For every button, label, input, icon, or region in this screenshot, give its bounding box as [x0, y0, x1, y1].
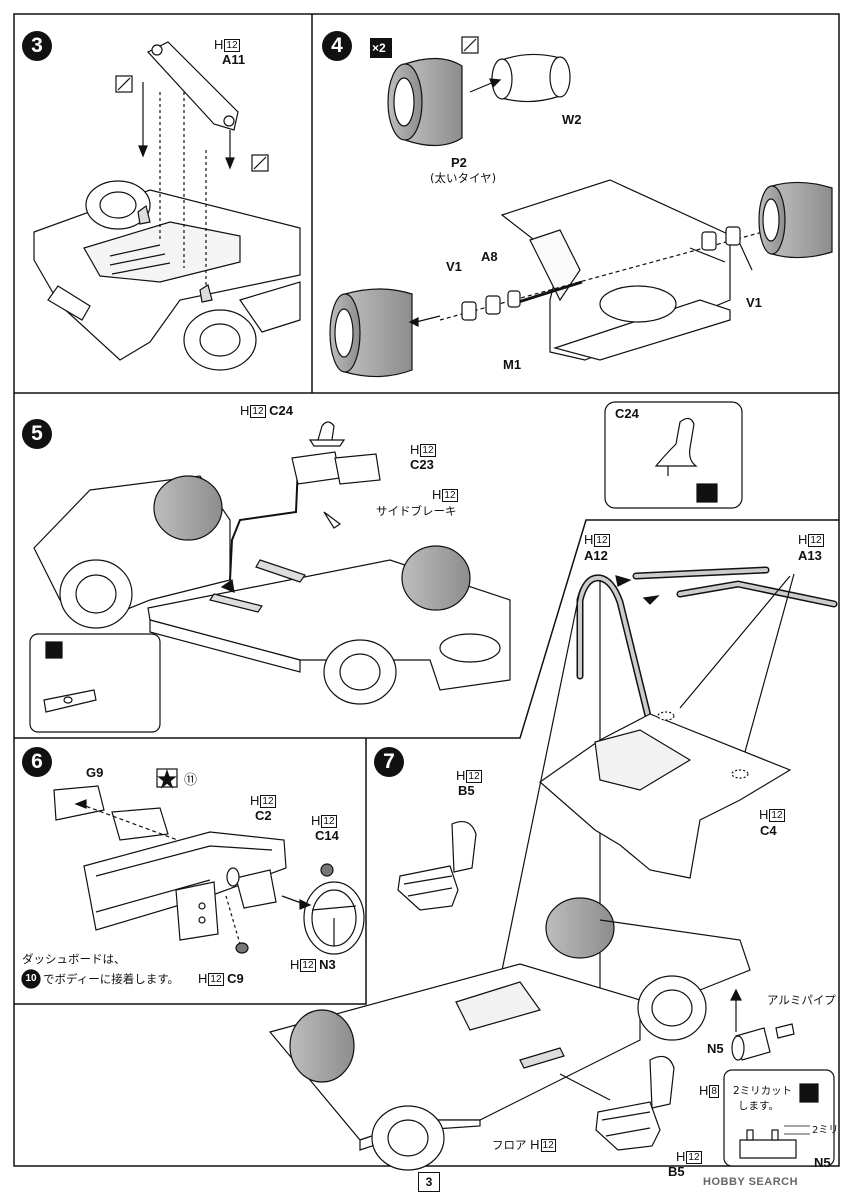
- part-label-p2: P2: [451, 155, 467, 170]
- part-label-n5-inset: N5: [814, 1155, 831, 1170]
- watermark: HOBBY SEARCH: [703, 1176, 799, 1188]
- step-number-5: 5: [22, 419, 52, 449]
- step5-illustration: [29, 401, 743, 733]
- part-label-w2: W2: [562, 112, 582, 127]
- dashboard-note-line1: ダッシュボードは、: [22, 952, 126, 966]
- side-brake-label: サイドブレーキ: [376, 504, 457, 518]
- part-label-v1-left: V1: [446, 259, 462, 274]
- step3-illustration: [33, 41, 301, 371]
- inset-cut-note-line1: 2ミリカット: [733, 1085, 793, 1097]
- part-note-p2: (太いタイヤ): [430, 171, 497, 185]
- inset-dimension-label: 2ミリ: [812, 1125, 839, 1136]
- part-label-a13: A13: [798, 548, 822, 563]
- part-label-b5-bottom: B5: [668, 1164, 685, 1179]
- part-label-c4: C4: [760, 823, 777, 838]
- dashboard-note-step-ref: 10: [25, 973, 37, 984]
- part-label-a8: A8: [481, 249, 498, 264]
- step-number-3: 3: [22, 31, 52, 61]
- step7-illustration: [268, 566, 838, 1171]
- part-label-c23: C23: [410, 457, 434, 472]
- part-label-c14: C14: [315, 828, 339, 843]
- part-label-a12: A12: [584, 548, 608, 563]
- inset-label-c24: C24: [615, 406, 639, 421]
- divider-step5: [14, 519, 839, 739]
- paint-ref-label: ⑪: [184, 772, 198, 787]
- step4-illustration: [329, 36, 833, 378]
- divider-step6: [14, 738, 367, 1005]
- times-two-label: ×2: [372, 41, 386, 55]
- part-label-g9: G9: [86, 765, 104, 780]
- step-number-7: 7: [374, 747, 404, 777]
- inset-cut-note-line2: します。: [738, 1100, 779, 1112]
- step-number-6: 6: [22, 747, 52, 777]
- part-label-v1-right: V1: [746, 295, 762, 310]
- part-label-b5-top: B5: [458, 783, 475, 798]
- part-label-n5-mid: N5: [707, 1041, 724, 1056]
- dashboard-note-line2: でボディーに接着します。: [43, 972, 180, 986]
- step6-illustration: [21, 768, 365, 989]
- step-number-4: 4: [322, 31, 352, 61]
- part-label-m1: M1: [503, 357, 522, 372]
- aluminum-pipe-label: アルミパイプ: [767, 993, 836, 1007]
- part-label-c2: C2: [255, 808, 272, 823]
- part-label-a11: A11: [222, 52, 246, 67]
- page-number: 3: [418, 1172, 440, 1192]
- times-two-badge: [370, 38, 392, 58]
